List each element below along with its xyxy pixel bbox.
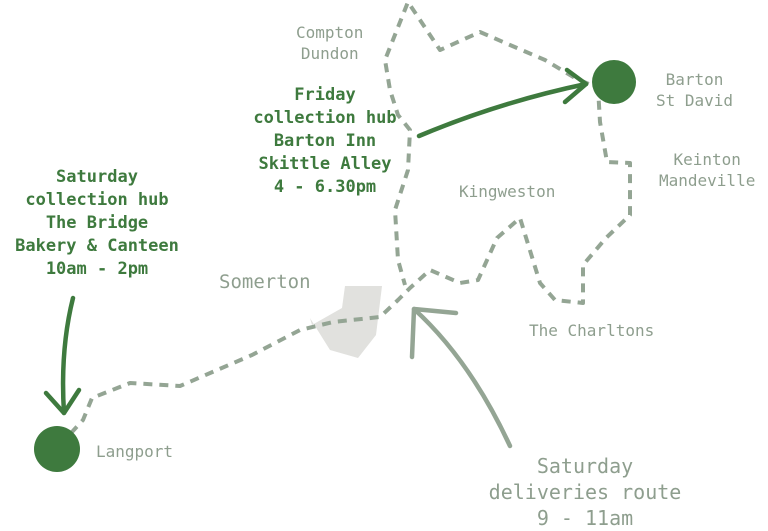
place-somerton: Somerton [219,271,311,293]
friday-hub-line1: Friday [294,85,356,105]
place-compton-dundon-line1: Compton [296,23,364,42]
delivery-route-line1: Saturday [536,454,634,478]
place-keinton-mandeville-line2: Mandeville [659,171,756,190]
place-barton-st-david-line2: St David [656,91,734,110]
place-compton-dundon: Compton Dundon [296,22,363,64]
delivery-route-arrow [411,306,513,449]
place-barton-st-david: Barton St David [656,69,733,111]
friday-hub-line5: 4 - 6.30pm [273,177,377,197]
saturday-hub-line2: collection hub [25,190,169,210]
place-keinton-mandeville-line1: Keinton [673,150,741,169]
place-the-charltons: The Charltons [529,321,655,340]
friday-hub-arrowhead [562,67,589,105]
saturday-hub-label: Saturday collection hub The Bridge Baker… [0,166,194,281]
saturday-hub-arrow [60,295,76,416]
place-langport: Langport [96,442,174,461]
saturday-hub-line4: Bakery & Canteen [15,236,179,256]
delivery-route-arrowhead [409,306,459,360]
place-compton-dundon-line2: Dundon [300,44,359,63]
saturday-hub-line5: 10am - 2pm [45,259,149,279]
barton-st-david-marker [592,60,636,104]
friday-hub-label: Friday collection hub Barton Inn Skittle… [235,84,415,199]
place-barton-st-david-line1: Barton [665,70,724,89]
friday-hub-line4: Skittle Alley [258,154,392,174]
delivery-route-line3: 9 - 11am [536,506,634,530]
friday-hub-arrow [416,81,589,139]
place-kingweston: Kingweston [459,182,556,201]
saturday-hub-line3: The Bridge [45,213,149,233]
langport-marker [34,426,80,472]
delivery-route-line2: deliveries route [488,480,682,504]
place-keinton-mandeville: Keinton Mandeville [659,149,755,191]
friday-hub-line2: collection hub [253,108,397,128]
delivery-route-label: Saturday deliveries route 9 - 11am [470,453,700,531]
saturday-hub-arrowhead [43,387,82,416]
friday-hub-line3: Barton Inn [273,131,377,151]
saturday-hub-line1: Saturday [56,167,138,187]
